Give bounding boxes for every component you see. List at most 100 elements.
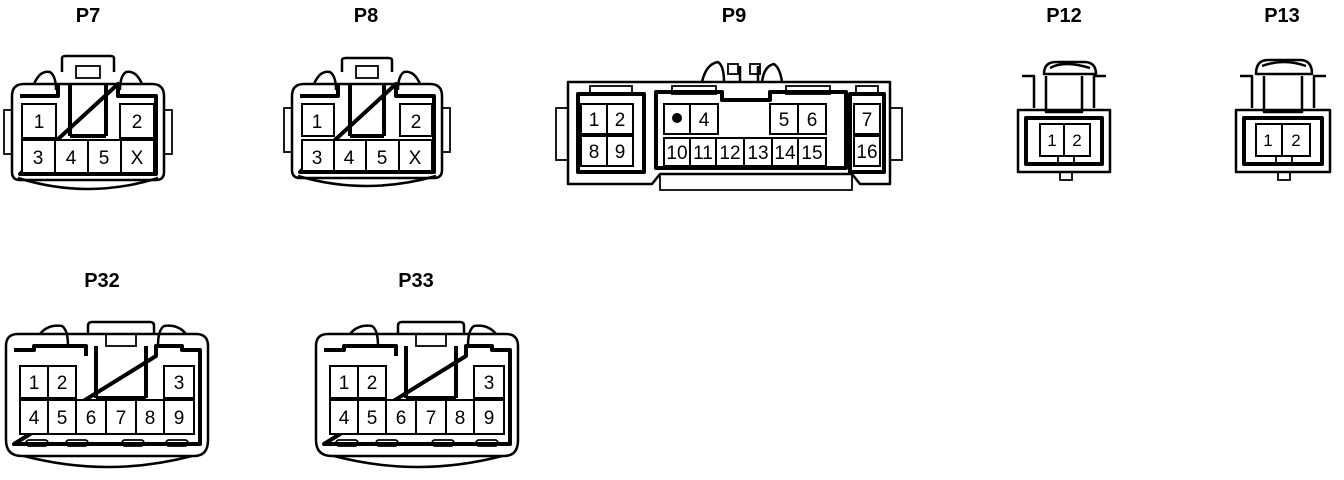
pin-cell xyxy=(399,103,433,137)
connector-side-tab xyxy=(163,109,173,155)
pin-cell xyxy=(163,399,195,435)
pin-cell xyxy=(47,399,77,435)
connector-housing xyxy=(10,82,166,182)
pin-label: 9 xyxy=(615,142,626,163)
connector-latch xyxy=(1254,58,1314,76)
connector-side-tab xyxy=(555,107,569,161)
pin-label: 5 xyxy=(367,408,378,429)
connector-side-tab xyxy=(3,109,13,155)
connector-latch-window xyxy=(415,333,447,347)
connector-housing-arc xyxy=(333,454,503,469)
pin-label: 15 xyxy=(801,143,822,164)
connector-ear xyxy=(39,324,70,347)
pin-label: 4 xyxy=(344,148,355,169)
pin-cell xyxy=(163,365,195,399)
connector-latch xyxy=(396,320,466,334)
connector-title-p7: P7 xyxy=(76,5,100,27)
connector-cavity xyxy=(322,344,512,446)
connector-foot xyxy=(335,439,359,447)
connector-latch xyxy=(1042,60,1098,76)
connector-latch xyxy=(340,56,394,72)
pin-label: 1 xyxy=(1263,131,1272,150)
connector-latch xyxy=(60,54,116,72)
pin-label: X xyxy=(409,148,422,169)
connector-p7: P7 1 2 3 4 5 X xyxy=(3,5,173,191)
pin-cell xyxy=(105,399,137,435)
connector-title-p9: P9 xyxy=(722,5,746,27)
pin-cell xyxy=(398,139,433,172)
pin-label: 3 xyxy=(312,148,323,169)
connector-side-tab xyxy=(889,107,903,161)
connector-latch xyxy=(1261,60,1307,68)
connector-key xyxy=(1057,155,1075,165)
connector-title-p12: P12 xyxy=(1046,5,1082,27)
connector-ear xyxy=(118,70,144,91)
connector-side-tab xyxy=(441,107,451,153)
pin-cell xyxy=(135,399,165,435)
pin-cell xyxy=(853,103,881,135)
pin-label: 8 xyxy=(589,142,600,163)
pin-label: 13 xyxy=(747,143,768,164)
connector-latch-window xyxy=(75,65,101,79)
pin-label: 2 xyxy=(132,112,143,133)
pin-cell xyxy=(797,103,827,135)
pin-label: 1 xyxy=(1047,131,1056,150)
pin-cell xyxy=(21,103,57,139)
connector-cavity xyxy=(12,344,202,446)
pin-label: 5 xyxy=(57,408,68,429)
connector-foot xyxy=(431,439,455,447)
pin-label: 9 xyxy=(174,408,185,429)
pin-cell xyxy=(853,135,881,167)
connector-cavity xyxy=(1024,116,1104,166)
connector-latch-window xyxy=(727,63,739,75)
connector-latch-window xyxy=(749,63,761,75)
pin-label: 1 xyxy=(29,373,40,394)
pin-cell xyxy=(769,103,799,135)
connector-ear xyxy=(32,70,58,91)
pin-label: 8 xyxy=(455,408,466,429)
pin-label: 2 xyxy=(367,373,378,394)
connector-ear xyxy=(1022,74,1106,108)
connector-foot xyxy=(375,439,399,447)
pin-label: 1 xyxy=(589,110,600,131)
pin-label: 4 xyxy=(66,148,77,169)
pin-label: 1 xyxy=(339,373,350,394)
connector-housing xyxy=(290,82,444,180)
connector-key xyxy=(1275,155,1293,165)
connector-key xyxy=(589,85,633,95)
connector-latch xyxy=(700,60,726,83)
connector-ear xyxy=(396,70,422,91)
pin-label: 8 xyxy=(145,408,156,429)
pin-cell xyxy=(365,139,400,172)
pin-cell xyxy=(47,365,77,399)
connector-title-p33: P33 xyxy=(398,270,434,292)
pin-cell xyxy=(1281,123,1311,157)
pin-label: 4 xyxy=(29,408,40,429)
connector-p33: P33 1 2 3 4 5 6 7 8 9 xyxy=(314,270,520,469)
pin-label: 16 xyxy=(856,142,877,163)
pin-cell xyxy=(385,399,417,435)
connector-housing xyxy=(1016,108,1112,174)
pin-cell xyxy=(357,365,387,399)
connector-ear xyxy=(312,70,338,91)
connector-ear xyxy=(156,324,187,347)
connector-foot xyxy=(25,439,49,447)
pin-cell xyxy=(473,365,505,399)
pin-label: 9 xyxy=(484,408,495,429)
connector-title-p13: P13 xyxy=(1264,5,1300,27)
connector-latch xyxy=(86,320,156,334)
pin-label: 1 xyxy=(312,112,323,133)
pin-label: 7 xyxy=(862,110,873,131)
pin-label: 3 xyxy=(33,148,44,169)
pin-cell xyxy=(689,103,719,135)
pin-cell xyxy=(119,103,155,139)
connector-key xyxy=(404,346,458,400)
connector-key xyxy=(785,85,831,95)
pin-blank-dot-icon xyxy=(672,113,682,123)
connector-key xyxy=(1277,171,1291,181)
pin-label: 2 xyxy=(615,110,626,131)
pin-label: 6 xyxy=(86,408,97,429)
connector-housing xyxy=(4,332,210,458)
connector-ear xyxy=(349,324,380,347)
